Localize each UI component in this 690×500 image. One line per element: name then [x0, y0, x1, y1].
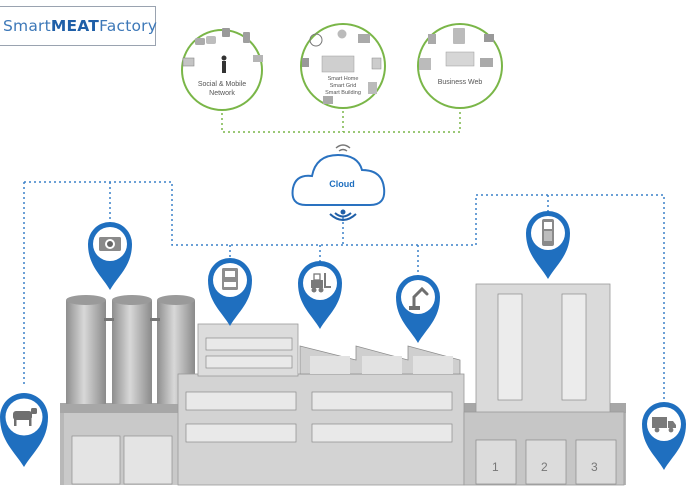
hub-social[interactable]: Social & Mobile Network [181, 28, 263, 111]
pin-handheld-scanner[interactable] [526, 211, 570, 279]
bulb-icon [337, 29, 347, 39]
server-icon [428, 34, 436, 44]
cloud-icon [291, 153, 386, 206]
wifi-down-icon [329, 212, 357, 221]
silo-group [66, 295, 195, 404]
loading-gates [475, 439, 617, 485]
camera-icon [99, 237, 121, 251]
plug-icon [302, 58, 309, 67]
gate-1-label: 1 [492, 460, 499, 474]
cow-icon [13, 408, 37, 426]
monitor-icon [358, 34, 370, 43]
gate-2-label: 2 [541, 460, 548, 474]
title-word-factory: Factory [99, 17, 158, 35]
hub-business-label: Business Web [438, 79, 483, 86]
wifi-up-icon [335, 144, 351, 152]
pin-forklift[interactable] [298, 261, 342, 329]
cloud-node[interactable]: Cloud [291, 144, 386, 221]
pin-robot-arm[interactable] [396, 275, 440, 343]
handheld-scanner-icon [542, 219, 554, 246]
tablet-icon [453, 28, 465, 44]
robot-arm-icon [409, 286, 429, 310]
hub-smart-line2: Smart Grid [330, 83, 357, 89]
label-printer-icon [222, 268, 238, 290]
youtube-icon [195, 38, 205, 45]
smartphone-icon [243, 32, 250, 43]
hub-smart-line1: Smart Home [328, 76, 359, 82]
washer-icon [371, 57, 382, 70]
store-icon [445, 51, 475, 67]
pc-icon [419, 58, 431, 70]
mail-icon [182, 57, 195, 67]
hub-smart-line3: Smart Building [325, 90, 361, 96]
building-icon [321, 55, 355, 73]
like-icon [222, 28, 230, 37]
factory-building: 1 2 3 [60, 283, 626, 486]
pin-cow[interactable] [0, 393, 48, 467]
cloud-label: Cloud [329, 179, 355, 189]
laptop-icon [480, 58, 493, 67]
green-connectors [221, 106, 461, 133]
gate-3-label: 3 [591, 460, 598, 474]
hub-social-line2: Network [209, 90, 235, 97]
title-word-smart: Smart [3, 17, 51, 35]
pin-label-printer[interactable] [208, 258, 252, 326]
hub-business[interactable]: Business Web [417, 23, 503, 109]
hub-smart[interactable]: Smart Home Smart Grid Smart Building [300, 23, 386, 109]
window-bands [185, 337, 453, 443]
oven-icon [323, 96, 333, 104]
globe-icon [309, 33, 323, 47]
heater-icon [368, 82, 377, 94]
person-icon [221, 55, 227, 73]
title-word-meat: MEAT [50, 17, 100, 35]
truck-icon [652, 417, 676, 433]
chat-icon [206, 36, 216, 44]
hub-social-line1: Social & Mobile [198, 81, 246, 88]
forklift-icon [311, 273, 331, 293]
pin-camera[interactable] [88, 222, 132, 290]
pin-truck[interactable] [642, 402, 686, 470]
printer-icon [484, 34, 494, 42]
cart-icon [253, 55, 263, 62]
